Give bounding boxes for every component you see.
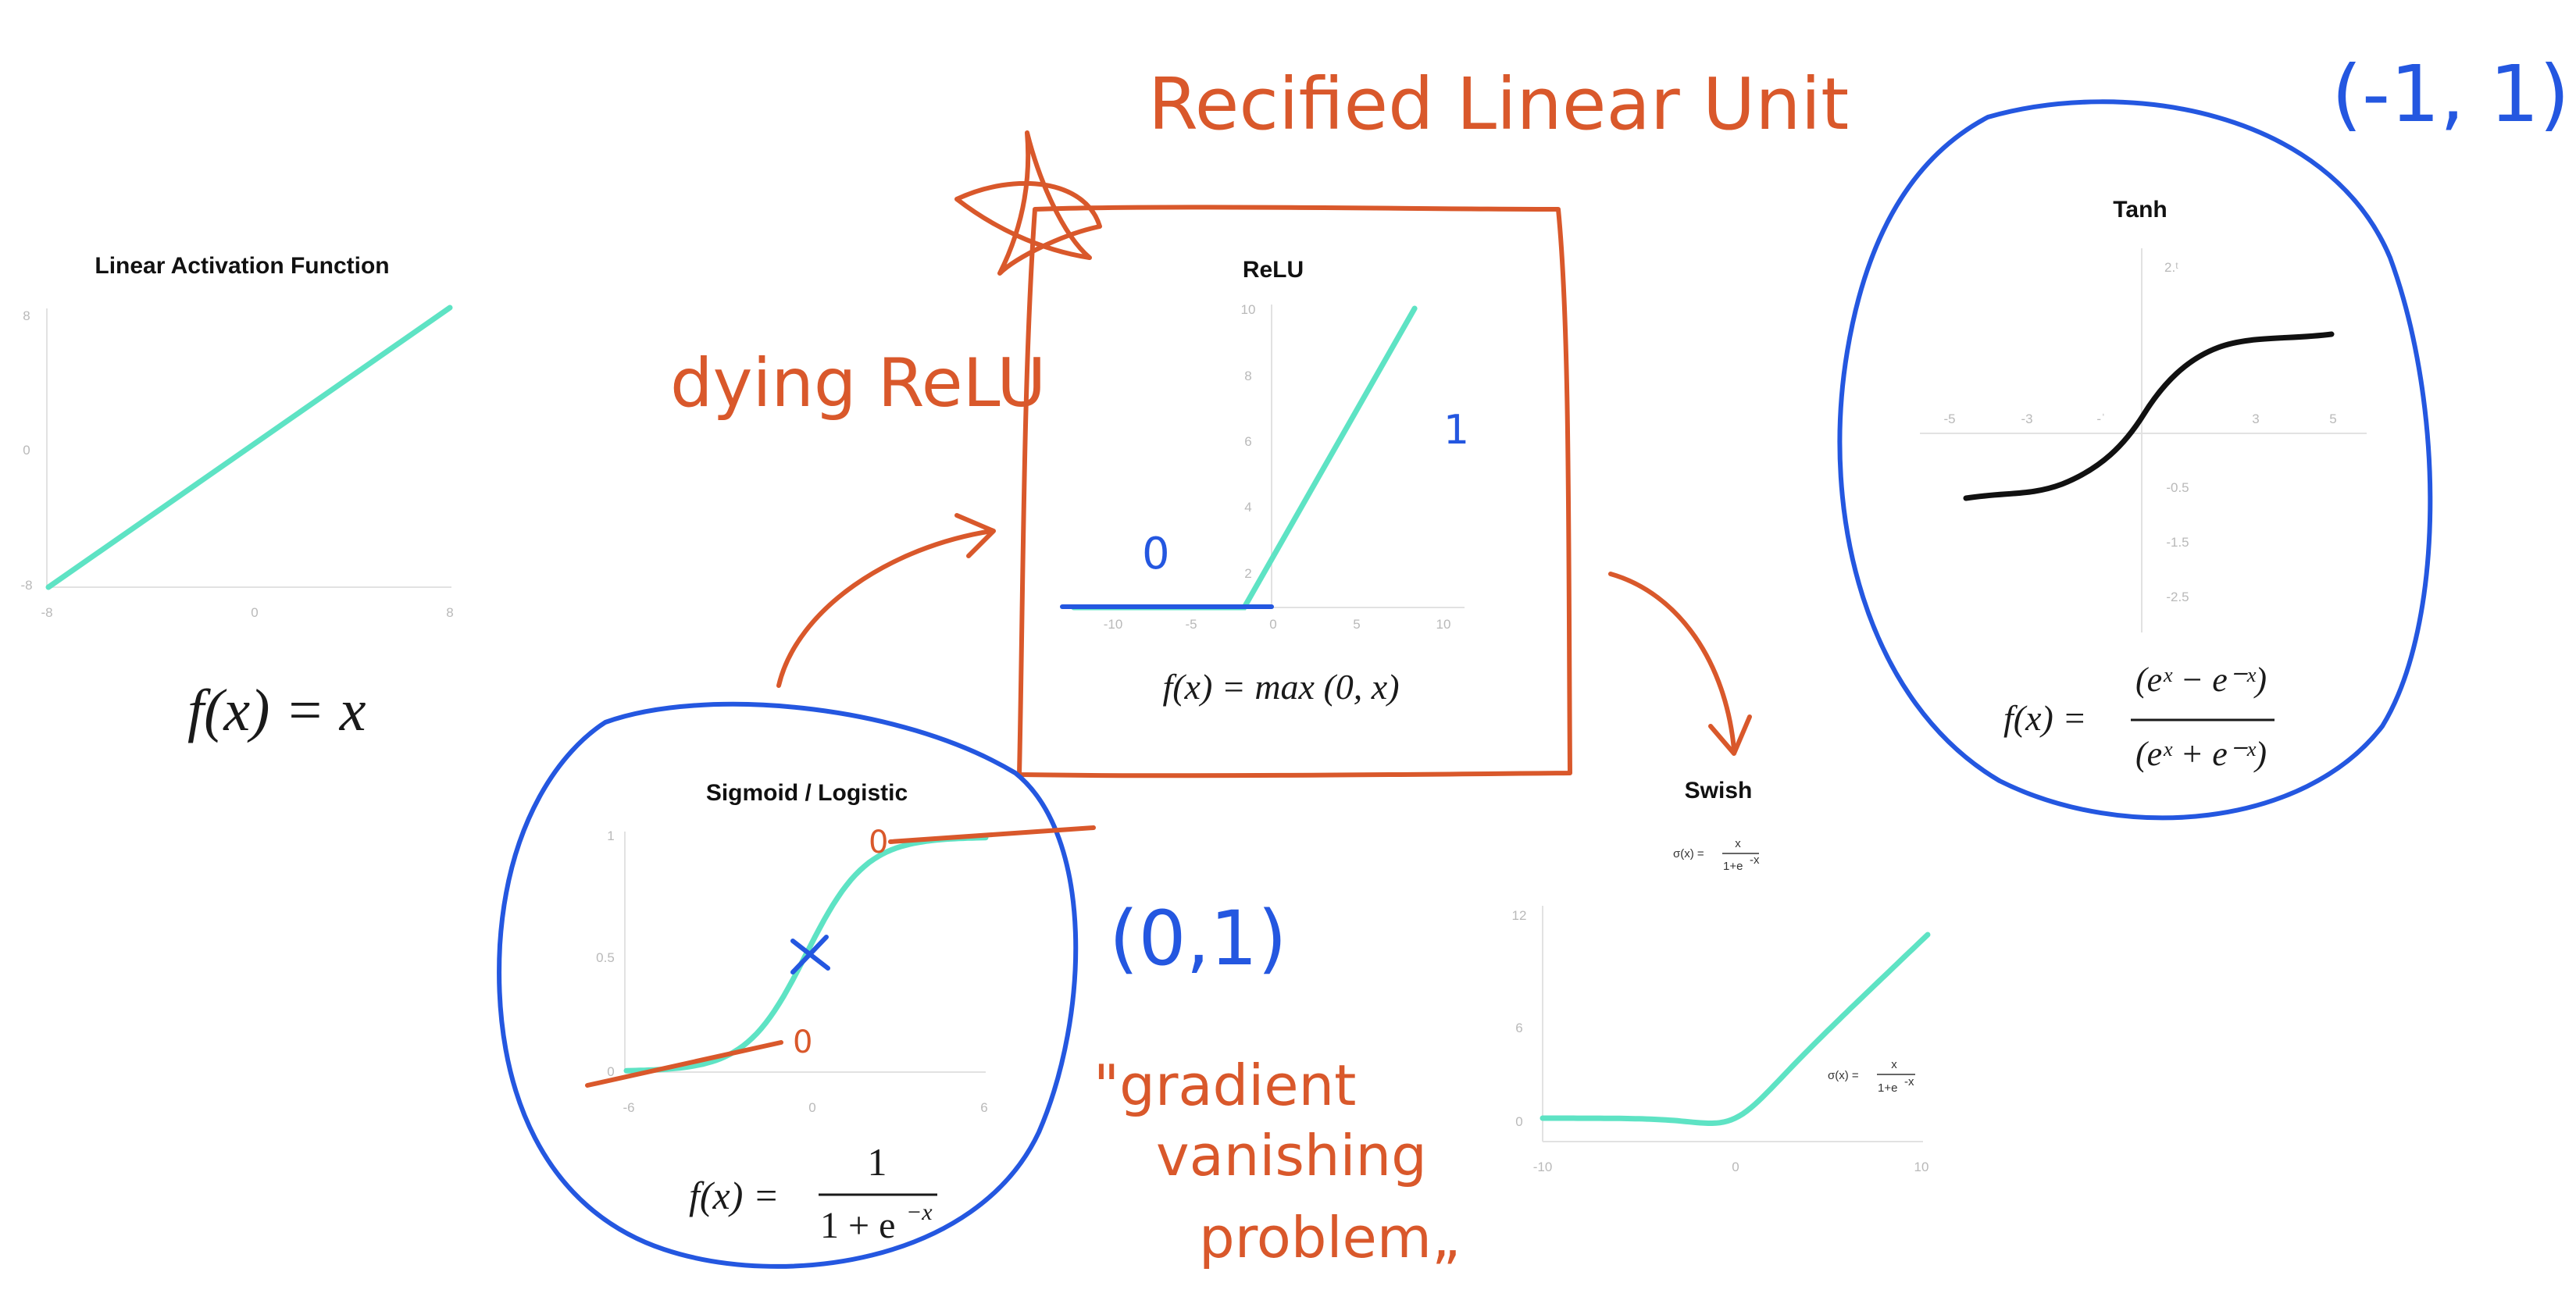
relu-one-label: 1 xyxy=(1443,407,1469,454)
swish-series-line xyxy=(1540,932,1931,1126)
arrow-sigmoid-to-relu-head xyxy=(954,513,996,558)
dying-relu-label: dying ReLU xyxy=(670,344,1046,422)
tanh-xtick: 5 xyxy=(2329,412,2336,426)
swish-ytick: 0 xyxy=(1515,1114,1522,1129)
relu-xtick: -10 xyxy=(1104,617,1123,632)
sigmoid-highlight-circle xyxy=(497,701,1079,1269)
relu-xtick: 10 xyxy=(1436,617,1451,632)
relu-ytick: 2 xyxy=(1244,566,1251,581)
linear-xtick: -8 xyxy=(41,605,52,620)
linear-chart: Linear Activation Function 8 0 -8 -8 0 8… xyxy=(20,253,453,743)
sigmoid-upper-tangent xyxy=(888,825,1096,844)
relu-highlight-box xyxy=(1017,205,1572,778)
swish-formula-top-num: x xyxy=(1735,837,1741,850)
linear-ytick: -8 xyxy=(20,578,32,593)
relu-xtick: -5 xyxy=(1185,617,1197,632)
swish-xtick: 0 xyxy=(1732,1160,1739,1174)
sigmoid-midpoint-mark xyxy=(790,935,830,974)
tanh-xtick: -5 xyxy=(1943,412,1955,426)
annotations: Recified Linear Unit dying ReLU 0 1 0 0 … xyxy=(497,48,2570,1270)
tanh-highlight-circle xyxy=(1837,99,2433,821)
arrow-relu-to-swish xyxy=(1608,572,1736,752)
relu-xtick: 5 xyxy=(1353,617,1360,632)
tanh-formula-denominator: (eˣ + e⁻ˣ) xyxy=(2135,735,2267,773)
tanh-xtick: -3 xyxy=(2021,412,2032,426)
relu-chart: ReLU 10 8 6 4 2 -10 -5 0 5 10 f(x) = max… xyxy=(1060,257,1465,707)
sigmoid-title: Sigmoid / Logistic xyxy=(706,780,908,806)
gradient-label-line2: vanishing xyxy=(1156,1123,1427,1188)
swish-xtick: 10 xyxy=(1914,1160,1929,1174)
swish-formula-inline-den: 1+e xyxy=(1878,1081,1897,1095)
sigmoid-formula-denominator: 1 + e xyxy=(820,1205,895,1246)
relu-series-line xyxy=(1071,305,1418,611)
relu-title: ReLU xyxy=(1243,257,1304,283)
tanh-xtick: 3 xyxy=(2252,412,2259,426)
tanh-series-line xyxy=(1963,331,2335,501)
linear-ytick: 0 xyxy=(23,443,30,458)
sigmoid-ytick: 0.5 xyxy=(596,950,615,965)
arrow-sigmoid-to-relu xyxy=(776,529,994,688)
relu-formula: f(x) = max (0, x) xyxy=(1162,667,1399,707)
relu-ytick: 4 xyxy=(1244,500,1251,515)
linear-xtick: 0 xyxy=(251,605,258,620)
swish-formula-top-exp: -x xyxy=(1750,853,1760,867)
tanh-xtick: -ˈ xyxy=(2096,412,2105,426)
relu-xtick: 0 xyxy=(1269,617,1276,632)
sigmoid-xtick: 0 xyxy=(808,1100,815,1115)
swish-chart: Swish σ(x) = x 1+e -x 12 6 0 -10 0 10 σ(… xyxy=(1512,778,1931,1174)
swish-ytick: 6 xyxy=(1515,1021,1522,1035)
tanh-formula-numerator: (eˣ − e⁻ˣ) xyxy=(2135,661,2267,699)
tanh-ytick-top: 2.ᵗ xyxy=(2164,260,2178,275)
arrow-relu-to-swish-head xyxy=(1708,714,1752,756)
swish-formula-top-lhs: σ(x) = xyxy=(1673,847,1704,860)
star-scribble xyxy=(954,130,1102,276)
swish-xtick: -10 xyxy=(1533,1160,1553,1174)
relu-ytick: 10 xyxy=(1241,302,1256,317)
sigmoid-ytick: 0 xyxy=(607,1064,614,1079)
swish-formula-top-den: 1+e xyxy=(1723,860,1743,873)
swish-title: Swish xyxy=(1685,778,1753,803)
sigmoid-formula-exponent: −x xyxy=(906,1199,933,1225)
sigmoid-xtick: 6 xyxy=(980,1100,987,1115)
sigmoid-chart: Sigmoid / Logistic 1 0.5 0 -6 0 6 f(x) =… xyxy=(596,780,989,1246)
tanh-ytick: -0.5 xyxy=(2166,480,2189,495)
tanh-ytick: -2.5 xyxy=(2166,590,2189,604)
sigmoid-lower-tangent xyxy=(585,1040,783,1088)
swish-formula-inline-lhs: σ(x) = xyxy=(1828,1069,1859,1082)
gradient-label-line3: problem„ xyxy=(1199,1205,1461,1270)
tanh-ytick: -1.5 xyxy=(2166,535,2189,550)
recified-linear-unit-label: Recified Linear Unit xyxy=(1148,62,1849,146)
sigmoid-ytick: 1 xyxy=(607,828,614,843)
sigmoid-formula-numerator: 1 xyxy=(868,1140,887,1184)
sigmoid-formula-lhs: f(x) = xyxy=(689,1174,780,1217)
swish-formula-inline-num: x xyxy=(1891,1058,1897,1071)
tanh-range-label: (-1, 1) xyxy=(2332,48,2570,140)
linear-title: Linear Activation Function xyxy=(95,253,389,279)
tanh-formula-lhs: f(x) = xyxy=(2003,698,2086,738)
relu-ytick: 8 xyxy=(1244,369,1251,383)
gradient-label-line1: "gradient xyxy=(1094,1053,1356,1118)
linear-series-line xyxy=(45,305,453,590)
swish-formula-inline-exp: -x xyxy=(1904,1075,1914,1088)
relu-ytick: 6 xyxy=(1244,434,1251,449)
sigmoid-bottom-zero: 0 xyxy=(793,1024,812,1060)
relu-zero-label: 0 xyxy=(1142,529,1170,579)
linear-xtick: 8 xyxy=(446,605,453,620)
tanh-chart: Tanh 2.ᵗ -0.5 -1.5 -2.5 -5 -3 -ˈ 3 5 f(x… xyxy=(1920,197,2367,773)
linear-formula: f(x) = x xyxy=(187,678,366,743)
tanh-title: Tanh xyxy=(2113,197,2167,223)
swish-ytick: 12 xyxy=(1512,908,1527,923)
linear-ytick: 8 xyxy=(23,308,30,323)
sigmoid-top-zero: 0 xyxy=(869,825,888,860)
sigmoid-range-label: (0,1) xyxy=(1109,895,1287,982)
sigmoid-xtick: -6 xyxy=(623,1100,634,1115)
